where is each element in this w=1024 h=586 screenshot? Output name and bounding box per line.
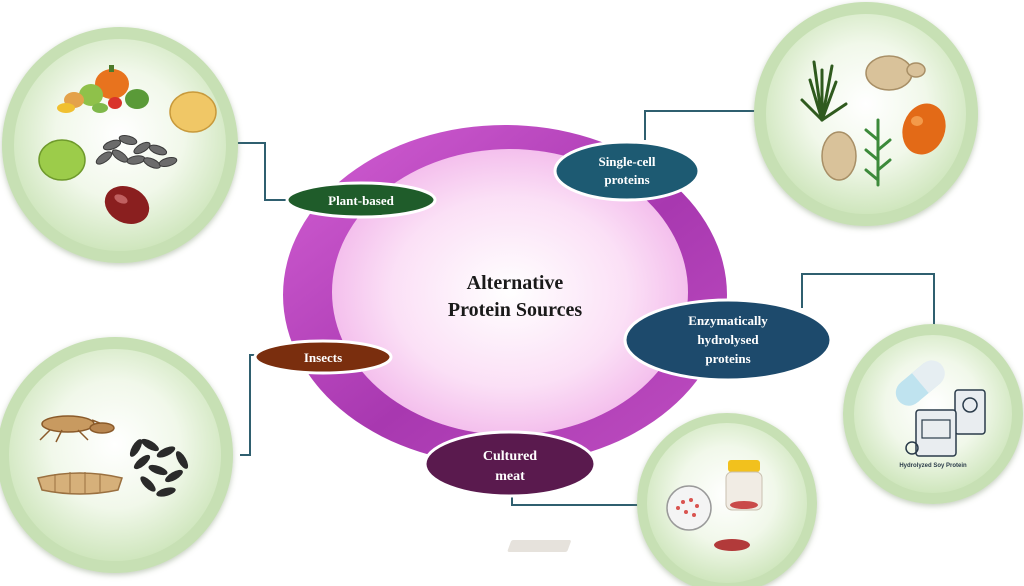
package-label: Hydrolyzed Soy Protein: [899, 463, 967, 469]
connector-single: [644, 110, 782, 140]
label-single-cell-line1: Single-cell: [598, 154, 655, 169]
vegetables-icon: [57, 65, 149, 113]
grasshopper-icon: [39, 415, 115, 443]
bubble-single-cell: [754, 2, 978, 226]
jar-icon: [725, 460, 763, 511]
dried-insects-icon: [129, 438, 189, 497]
beans-icon: [38, 91, 217, 224]
center-title-line2: Protein Sources: [448, 299, 582, 321]
potato-icon: [821, 55, 946, 181]
bubble-insects: [0, 337, 233, 573]
sunflower-seeds-icon: [95, 134, 178, 169]
connector-insects: [240, 354, 260, 456]
center-title-line1: Alternative: [467, 272, 564, 294]
label-insects-text: Insects: [304, 350, 342, 365]
label-enzymatic-line1: Enzymatically: [688, 313, 768, 328]
label-enzymatic: Enzymatically hydrolysed proteins: [623, 298, 833, 382]
label-cultured-meat-line2: meat: [495, 469, 525, 484]
label-plant-based: Plant-based: [285, 181, 437, 219]
label-single-cell: Single-cell proteins: [553, 140, 701, 202]
center-title: Alternative Protein Sources: [448, 272, 582, 321]
connector-plant: [213, 142, 290, 201]
protein-package-icon: [905, 389, 986, 457]
bubble-enzymatic: Hydrolyzed Soy Protein: [843, 324, 1023, 504]
connector-enzymatic: [801, 273, 935, 328]
label-cultured-meat-line1: Cultured: [483, 449, 537, 464]
meat-slice-icon: [507, 539, 750, 552]
bubble-cultured-meat: [507, 413, 817, 586]
seaweed-icon: [800, 60, 892, 187]
label-insects: Insects: [253, 339, 393, 375]
label-cultured-meat: Cultured meat: [423, 430, 597, 498]
label-single-cell-line2: proteins: [604, 172, 649, 187]
petri-dish-icon: [666, 485, 712, 531]
label-plant-based-text: Plant-based: [328, 193, 395, 208]
bubble-plant-based: [2, 27, 238, 263]
larva-icon: [37, 472, 123, 495]
label-enzymatic-line3: proteins: [705, 351, 750, 366]
label-enzymatic-line2: hydrolysed: [697, 332, 759, 347]
capsule-icon: [895, 360, 945, 406]
